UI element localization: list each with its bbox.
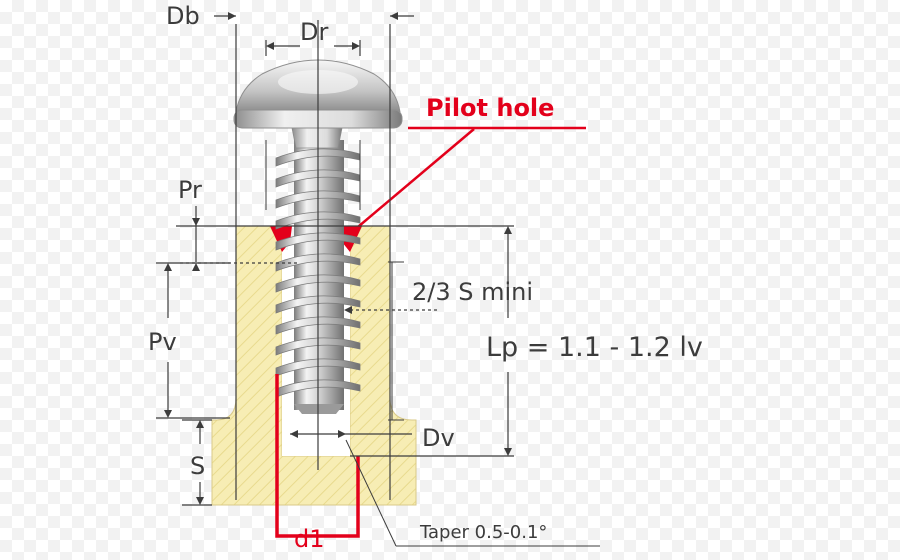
screw-collar: [291, 127, 343, 149]
screw-threads: [275, 148, 361, 414]
screw-thread: [275, 316, 361, 335]
screw-thread: [275, 232, 361, 251]
dimension-lines: [156, 15, 600, 547]
label-d1: d1: [294, 525, 325, 553]
screw-thread: [275, 379, 361, 398]
screw-tip: [294, 404, 344, 414]
label-pilot-hole: Pilot hole: [426, 94, 554, 122]
label-lp: Lp = 1.1 - 1.2 lv: [486, 332, 703, 363]
screw-thread: [275, 211, 361, 230]
labels: Db Dr Pilot hole Pr Pv S 2/3 S mini Lp =…: [148, 2, 703, 553]
dashed-guides: [180, 262, 440, 311]
label-s: S: [190, 452, 205, 480]
label-pr: Pr: [178, 176, 202, 204]
label-db: Db: [166, 2, 200, 30]
screw-thread: [275, 295, 361, 314]
pilot-hole-leader: [351, 126, 586, 233]
screw-thread: [275, 274, 361, 293]
arrowheads: [164, 12, 512, 505]
screw-thread: [275, 337, 361, 356]
label-two-thirds-s-mini: 2/3 S mini: [412, 278, 533, 306]
label-taper: Taper 0.5-0.1°: [419, 522, 547, 543]
label-pv: Pv: [148, 328, 177, 356]
screw-thread: [275, 253, 361, 272]
label-dv: Dv: [422, 424, 455, 452]
screw-thread: [275, 358, 361, 377]
label-dr: Dr: [300, 18, 328, 46]
d1-bracket: [275, 374, 360, 538]
boss-hatch: [212, 226, 416, 505]
